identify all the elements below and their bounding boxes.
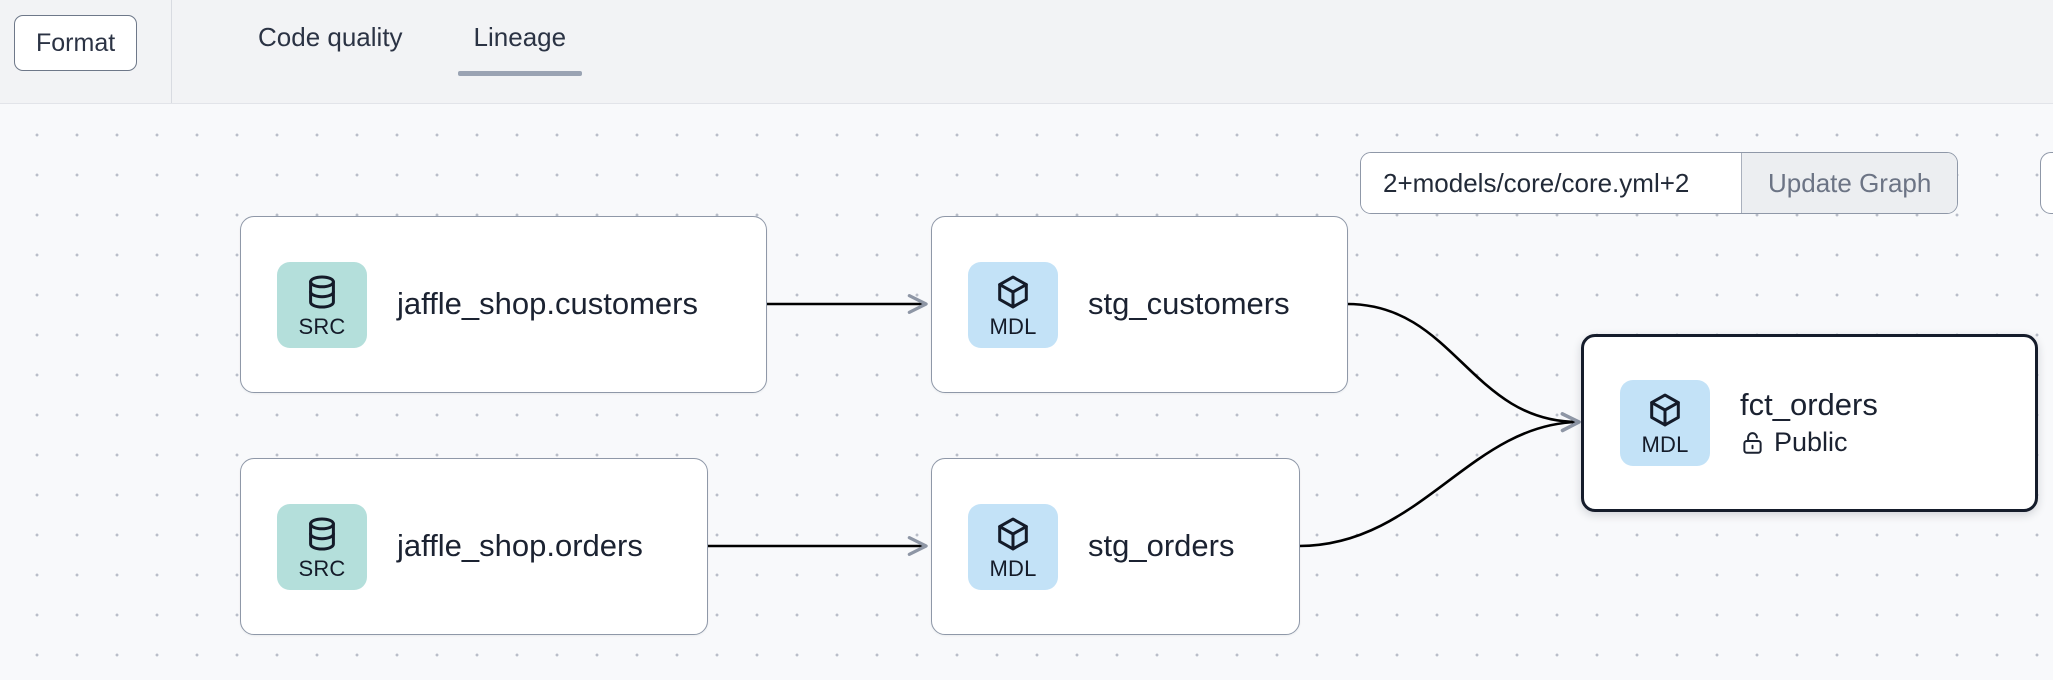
database-icon (303, 514, 341, 554)
node-title: jaffle_shop.orders (397, 528, 643, 564)
node-body: jaffle_shop.customers (397, 286, 698, 322)
lineage-node-fct-orders[interactable]: MDL fct_orders Public (1581, 334, 2038, 512)
update-graph-button[interactable]: Update Graph (1741, 153, 1958, 213)
node-access-label: Public (1774, 427, 1848, 458)
database-icon (303, 272, 341, 312)
edge-stg-customers-to-fct-orders (1346, 302, 1581, 432)
node-body: stg_customers (1088, 286, 1290, 322)
node-access-row: Public (1740, 427, 1878, 458)
lineage-canvas[interactable]: SRC jaffle_shop.customers MDL stg_custom… (0, 104, 2053, 680)
node-body: fct_orders Public (1740, 386, 1878, 459)
badge-src: SRC (277, 503, 367, 590)
badge-mdl: MDL (1620, 380, 1710, 466)
edge-stg-orders-to-fct-orders (1298, 412, 1581, 548)
badge-label: MDL (1641, 432, 1689, 457)
node-title: stg_orders (1088, 528, 1235, 564)
cube-icon (994, 514, 1032, 554)
node-title: stg_customers (1088, 286, 1290, 322)
lineage-node-jaffle-shop-customers[interactable]: SRC jaffle_shop.customers (240, 216, 767, 393)
lineage-node-stg-orders[interactable]: MDL stg_orders (931, 458, 1300, 635)
node-body: jaffle_shop.orders (397, 528, 643, 564)
tab-lineage[interactable]: Lineage (457, 0, 583, 103)
badge-label: MDL (989, 555, 1037, 581)
badge-mdl: MDL (968, 261, 1058, 348)
top-toolbar: Format Code quality Lineage (0, 0, 2053, 104)
cube-icon (994, 272, 1032, 312)
badge-mdl: MDL (968, 503, 1058, 590)
format-button[interactable]: Format (14, 15, 138, 71)
badge-label: MDL (989, 313, 1037, 339)
cube-icon (1646, 390, 1684, 430)
node-body: stg_orders (1088, 528, 1235, 564)
lineage-node-jaffle-shop-orders[interactable]: SRC jaffle_shop.orders (240, 458, 708, 635)
tab-bar: Code quality Lineage (172, 0, 582, 103)
badge-label: SRC (298, 555, 346, 581)
node-title: jaffle_shop.customers (397, 286, 698, 322)
graph-overflow-button[interactable] (2040, 152, 2053, 214)
badge-src: SRC (277, 261, 367, 348)
graph-selector-group: Update Graph (1360, 152, 1959, 214)
lineage-node-stg-customers[interactable]: MDL stg_customers (931, 216, 1348, 393)
node-title: fct_orders (1740, 386, 1878, 422)
dbt-selector-input[interactable] (1361, 153, 1741, 213)
unlock-icon (1740, 429, 1765, 456)
badge-label: SRC (298, 313, 346, 339)
tab-code-quality[interactable]: Code quality (258, 22, 403, 52)
toolbar-left-section: Format (0, 0, 172, 103)
